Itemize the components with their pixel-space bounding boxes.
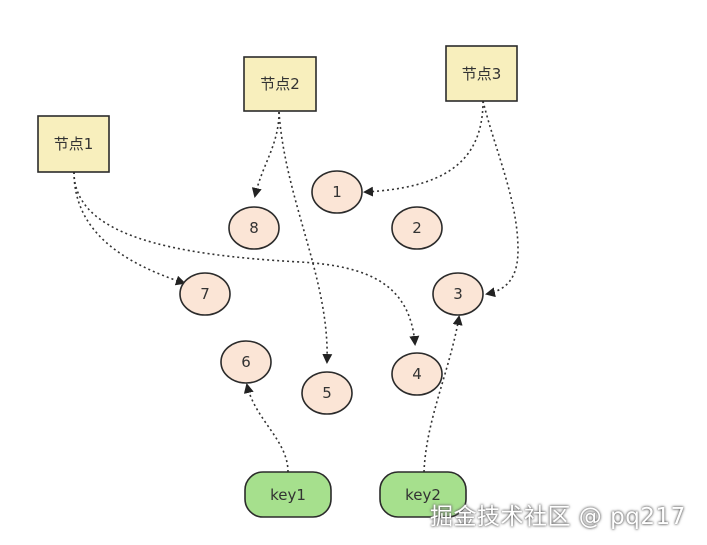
slot-6-label: 6 [241, 353, 251, 371]
key-1[interactable]: key1 [244, 471, 332, 518]
edge-key2-to-3 [423, 315, 463, 473]
slot-5-label: 5 [322, 384, 332, 402]
slot-4[interactable]: 4 [391, 352, 443, 396]
edge-node3-to-1 [363, 100, 484, 197]
edge-node1-to-4 [73, 171, 420, 346]
slot-3-label: 3 [453, 285, 463, 303]
slot-6[interactable]: 6 [220, 340, 272, 384]
slot-8[interactable]: 8 [228, 206, 280, 250]
node-2[interactable]: 节点2 [243, 56, 317, 112]
slot-5[interactable]: 5 [301, 371, 353, 415]
slot-7[interactable]: 7 [179, 272, 231, 316]
slot-3[interactable]: 3 [432, 272, 484, 316]
slot-2[interactable]: 2 [391, 206, 443, 250]
key-2[interactable]: key2 [379, 471, 467, 518]
slot-8-label: 8 [249, 219, 259, 237]
edge-node2-to-8 [251, 111, 280, 198]
key-1-label: key1 [270, 486, 306, 504]
slot-7-label: 7 [200, 285, 210, 303]
slot-1-label: 1 [332, 183, 342, 201]
edges [73, 100, 519, 473]
node-1-label: 节点1 [54, 135, 94, 153]
node-2-label: 节点2 [260, 75, 300, 93]
watermark: 掘金技术社区 @ pq217 [430, 504, 686, 530]
edge-key1-to-6 [243, 383, 289, 473]
node-3-label: 节点3 [462, 65, 502, 83]
edge-node1-to-7 [73, 171, 186, 286]
slot-1[interactable]: 1 [311, 170, 363, 214]
key-2-label: key2 [405, 486, 441, 504]
edge-node2-to-5 [278, 111, 333, 364]
slot-2-label: 2 [412, 219, 422, 237]
slot-4-label: 4 [412, 365, 422, 383]
node-1[interactable]: 节点1 [37, 115, 110, 173]
node-3[interactable]: 节点3 [445, 45, 518, 102]
edge-node3-to-3 [482, 100, 519, 298]
